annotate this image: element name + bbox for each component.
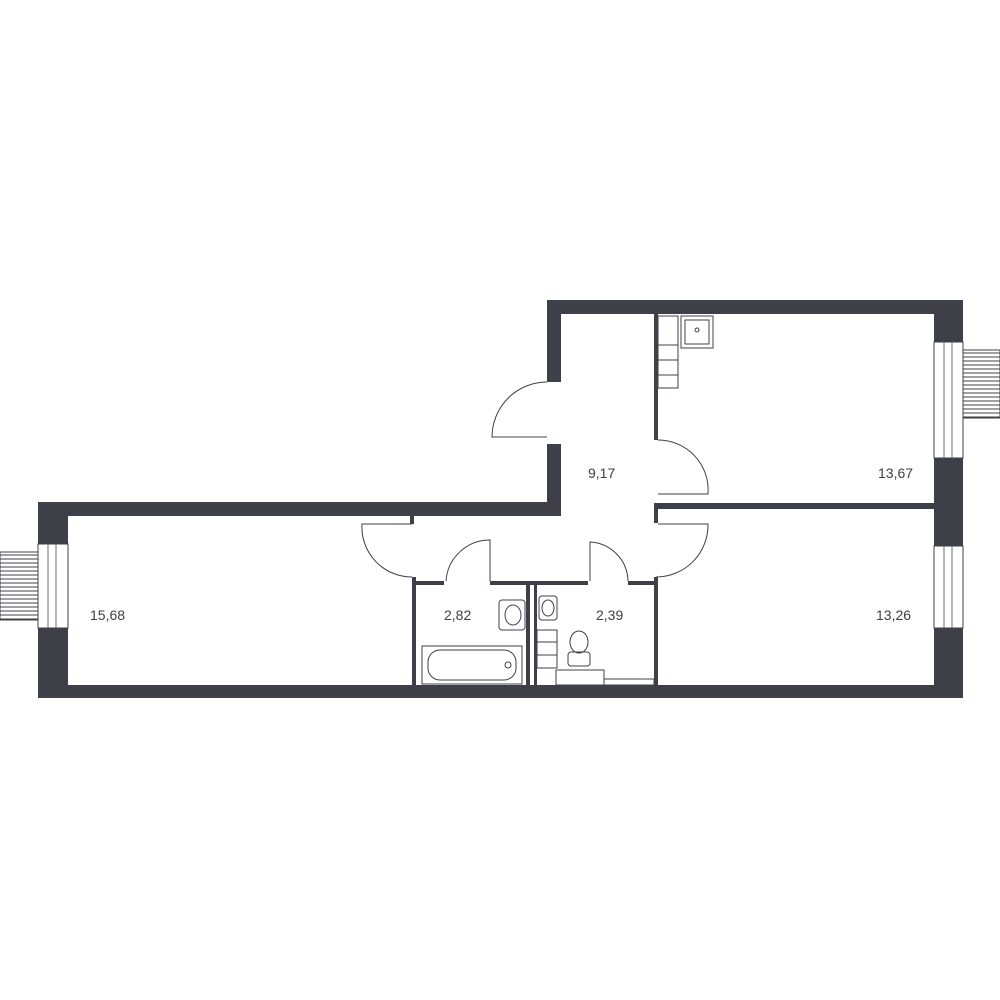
- doors: [361, 381, 709, 582]
- toilet-niche: [555, 669, 605, 686]
- wall-partition-kitchen-a: [654, 314, 658, 440]
- wall-partition-kitchen-b: [654, 503, 658, 523]
- room-area-bedroom: 13,26: [876, 607, 911, 623]
- bathtub-icon: [421, 645, 523, 685]
- wall-bath-top-b: [490, 581, 588, 585]
- windows: [37, 341, 964, 629]
- room-area-hallway: 9,17: [588, 465, 615, 481]
- door-living: [361, 523, 413, 578]
- wall-partition-bedroom-left: [654, 577, 658, 685]
- room-area-living: 15,68: [90, 607, 125, 623]
- room-labels: 15,68 9,17 13,67 13,26 2,82 2,39: [90, 465, 913, 623]
- wall-top: [547, 300, 963, 314]
- door-bathroom: [445, 539, 491, 582]
- sink-icon: [538, 595, 558, 621]
- walls: [38, 300, 963, 698]
- room-area-bathroom: 2,82: [444, 607, 471, 623]
- wall-left-a: [38, 502, 68, 544]
- wall-upper-left-b: [547, 444, 561, 516]
- wall-right-b: [934, 458, 963, 546]
- wall-bottom: [38, 685, 963, 698]
- door-bedroom: [655, 523, 709, 578]
- washing-machine-icon: [536, 629, 558, 669]
- door-kitchen-room: [657, 439, 709, 495]
- fixtures: [421, 315, 714, 686]
- stove-icon: [657, 315, 679, 389]
- sink-icon: [498, 599, 526, 631]
- kitchen-sink-icon: [680, 315, 714, 349]
- wall-bath-top-a: [412, 581, 444, 585]
- wall-bath-left: [412, 577, 416, 685]
- wall-bath-divider: [526, 581, 530, 685]
- wall-living-stub: [410, 516, 414, 524]
- wall-lower-top: [38, 502, 561, 516]
- wall-upper-left-a: [547, 300, 561, 382]
- door-entry: [491, 381, 548, 438]
- room-area-toilet: 2,39: [596, 607, 623, 623]
- toilet-niche-2: [603, 678, 655, 686]
- window-left: [37, 543, 69, 629]
- wall-partition-bedrooms: [655, 503, 934, 509]
- wall-bath-top-c: [628, 581, 658, 585]
- toilet-icon: [567, 630, 591, 667]
- radiator-icon: [0, 349, 1000, 621]
- room-area-kitchen-room: 13,67: [878, 465, 913, 481]
- window-right-bottom: [933, 545, 964, 629]
- wall-right-a: [934, 300, 963, 342]
- door-toilet: [589, 541, 629, 582]
- window-right-top: [933, 341, 964, 459]
- wall-bath-divider-2: [534, 581, 537, 685]
